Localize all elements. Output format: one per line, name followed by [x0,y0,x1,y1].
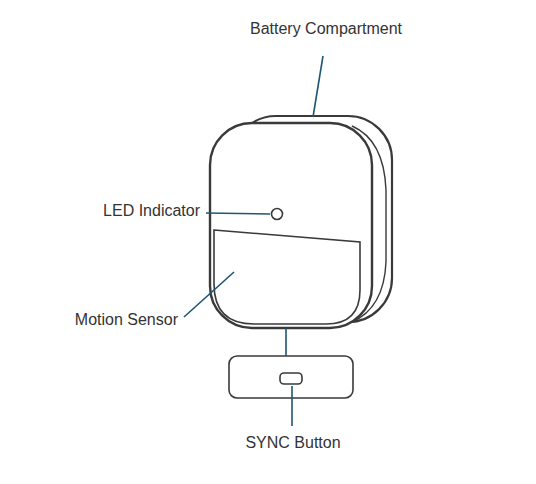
connector-line [285,328,287,356]
part-label: Motion Sensor [75,310,178,330]
part-label: LED Indicator [103,201,200,221]
led-indicator [272,209,283,220]
part-label: SYNC Button [245,433,340,453]
part-label: Battery Compartment [250,19,402,39]
leader-line [291,386,293,426]
leader-line [206,213,270,214]
motion-sensor-window [214,230,360,324]
leader-line [313,56,323,117]
base-plate [229,356,353,398]
housing-front [210,123,372,328]
leader-line [184,272,234,317]
sync-button [280,373,302,384]
